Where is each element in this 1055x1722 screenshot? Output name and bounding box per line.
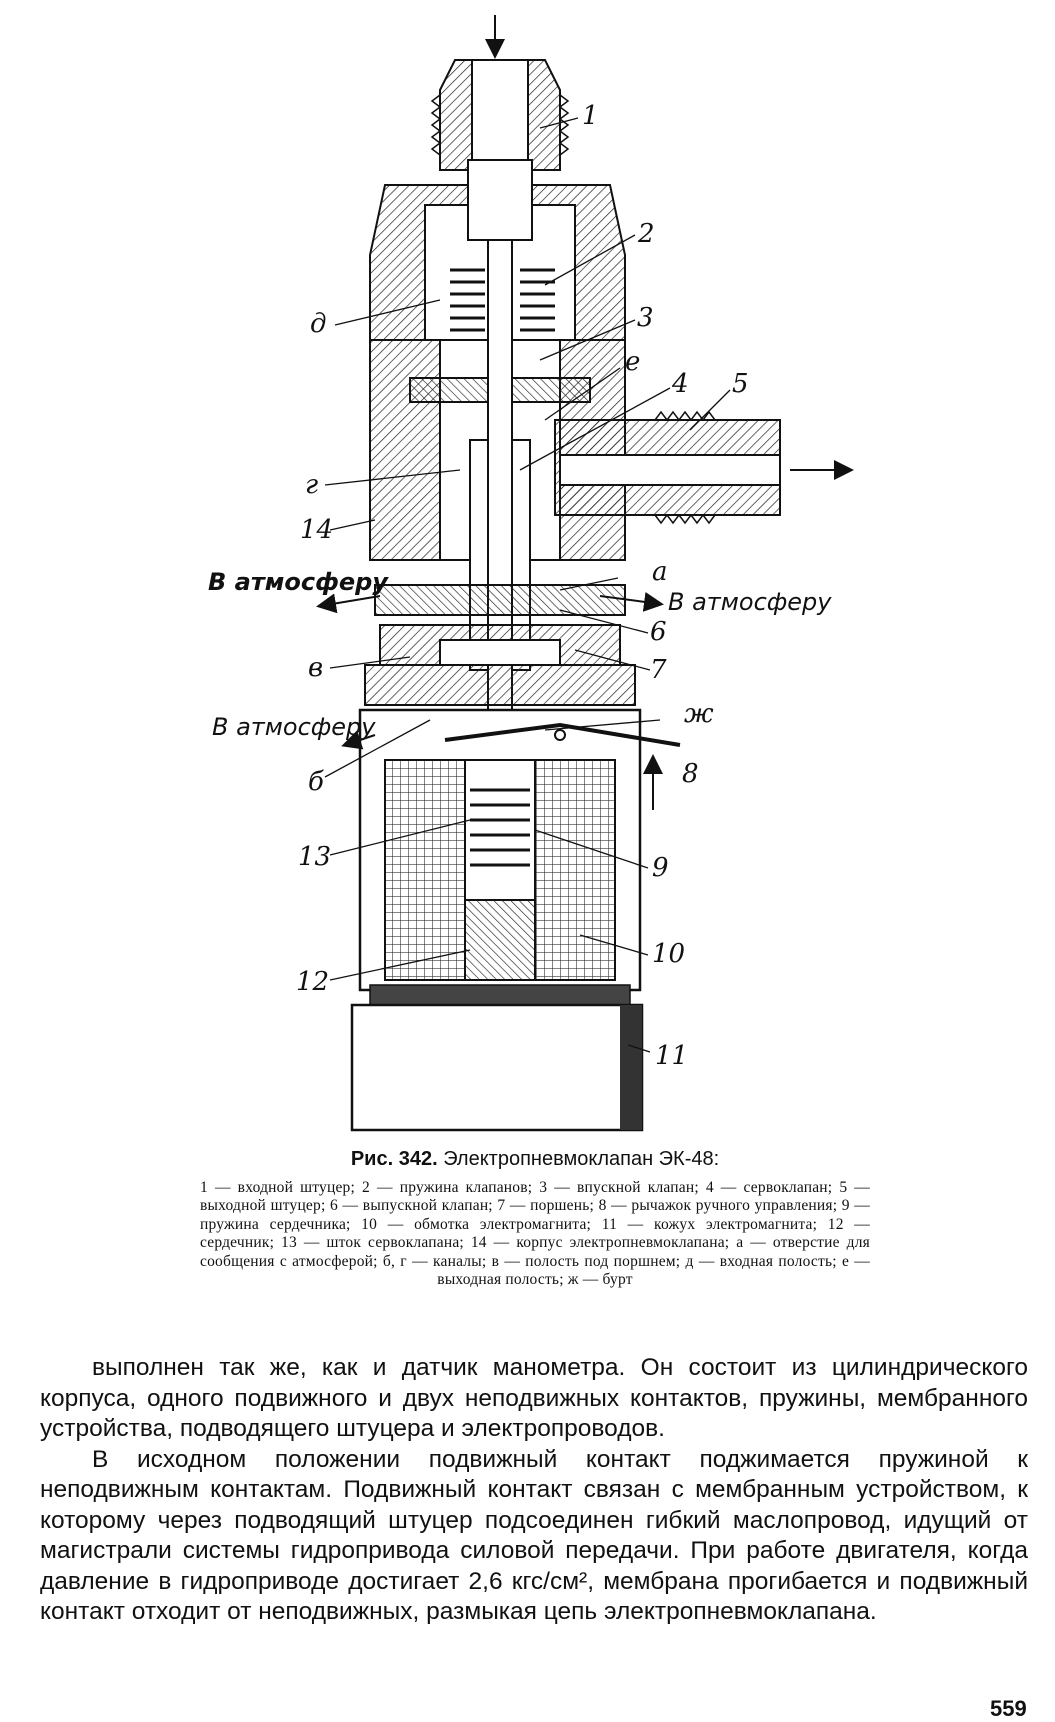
paragraph-1: выполнен так же, как и датчик манометра.…	[40, 1354, 1028, 1442]
label-b: б	[308, 767, 324, 797]
figure-number: Рис. 342.	[350, 1148, 438, 1170]
magnet-housing	[350, 984, 644, 1132]
label-11: 11	[655, 1041, 688, 1071]
label-zh: ж	[684, 699, 714, 729]
atmosphere-arrow-left-bottom	[341, 730, 376, 750]
inlet-fitting	[430, 59, 570, 171]
body-text: выполнен так же, как и датчик манометра.…	[40, 1353, 1028, 1628]
atmosphere-label-left-top: В атмосферу	[208, 568, 389, 596]
label-a: а	[652, 557, 668, 587]
atmosphere-label-left-bottom: В атмосферу	[212, 713, 376, 741]
valve-spring	[450, 268, 555, 332]
label-12: 12	[296, 967, 329, 997]
label-e: е	[625, 347, 640, 377]
page-number: 559	[990, 1696, 1027, 1721]
piston-assembly	[364, 584, 636, 706]
label-v: в	[308, 653, 323, 683]
caption-legend: 1 — входной штуцер; 2 — пружина клапанов…	[200, 1179, 870, 1289]
label-g: г	[305, 470, 318, 500]
label-2: 2	[637, 219, 655, 249]
label-9: 9	[652, 853, 669, 883]
central-stem	[487, 239, 513, 801]
label-10: 10	[652, 939, 685, 969]
label-d: д	[310, 309, 326, 339]
label-3: 3	[637, 303, 654, 333]
leader-lines	[324, 117, 731, 1053]
label-6: 6	[650, 617, 667, 647]
atmosphere-arrow-right	[599, 591, 664, 612]
label-1: 1	[582, 101, 599, 131]
label-13: 13	[298, 842, 331, 872]
caption-title: Рис. 342. Электропневмоклапан ЭК-48:	[200, 1148, 870, 1171]
solenoid	[358, 708, 642, 992]
valve-cross-section-figure: 1 2 д 3 е 4 5 г 14 а 6 в 7 ж 8 б 13 9 10…	[208, 15, 854, 1132]
label-14: 14	[300, 515, 333, 545]
atmosphere-arrow-left-top	[316, 593, 381, 614]
outlet-fitting	[554, 410, 781, 525]
label-5: 5	[732, 369, 749, 399]
label-8: 8	[682, 759, 699, 789]
label-4: 4	[671, 369, 689, 399]
manual-lever	[444, 722, 681, 747]
figure-title: Электропневмоклапан ЭК-48:	[443, 1148, 720, 1170]
atmosphere-label-right: В атмосферу	[668, 588, 832, 616]
paragraph-2: В исходном положении подвижный контакт п…	[40, 1445, 1028, 1626]
label-7: 7	[650, 655, 667, 685]
figure-caption: Рис. 342. Электропневмоклапан ЭК-48: 1 —…	[200, 1148, 870, 1289]
